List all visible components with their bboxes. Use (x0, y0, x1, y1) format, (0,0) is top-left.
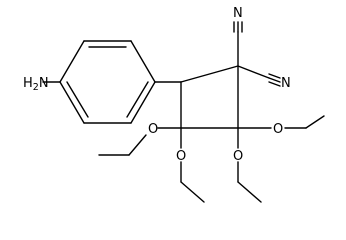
nitrile-bond (237, 65, 270, 79)
nitrile-bond (268, 77, 281, 83)
ethoxy-bond (305, 115, 325, 129)
cyclobutane-ring (180, 65, 239, 129)
ethoxy-bond (180, 181, 205, 203)
oxygen-3-label: O (233, 149, 243, 164)
oxygen-4-label: O (273, 122, 283, 137)
benzene-ring (59, 40, 156, 124)
oxygen-1-label: O (148, 122, 158, 137)
nitrile-group-1 (233, 21, 243, 67)
amine-label: H2N (23, 76, 49, 93)
ring-bond-inner (126, 81, 149, 118)
chemical-structure-diagram: H2N N N O O O O (23, 6, 325, 203)
ethoxy-group-3 (237, 127, 262, 203)
amine-h-label: H (23, 76, 33, 91)
amine-subscript-label: 2 (33, 82, 39, 93)
ring-bond (180, 65, 239, 83)
ethoxy-group-4 (237, 115, 325, 129)
oxygen-2-label: O (176, 149, 186, 164)
nitrile-group-2 (237, 65, 281, 87)
ring-bond (59, 81, 85, 124)
nitrile-1-n-label: N (233, 6, 243, 21)
amine-n-label: N (39, 76, 49, 91)
ring-bond (130, 40, 156, 83)
nitrile-2-n-label: N (281, 76, 291, 91)
ring-bond (59, 40, 85, 83)
nitrile-bond (268, 73, 281, 79)
ring-bond (130, 81, 156, 124)
ethoxy-group-2 (180, 127, 205, 203)
nitrile-bond (268, 81, 281, 87)
ethoxy-bond (237, 181, 262, 203)
ring-bond-inner (66, 81, 89, 118)
ethoxy-group-1 (98, 127, 182, 156)
ethoxy-bond (128, 134, 147, 156)
